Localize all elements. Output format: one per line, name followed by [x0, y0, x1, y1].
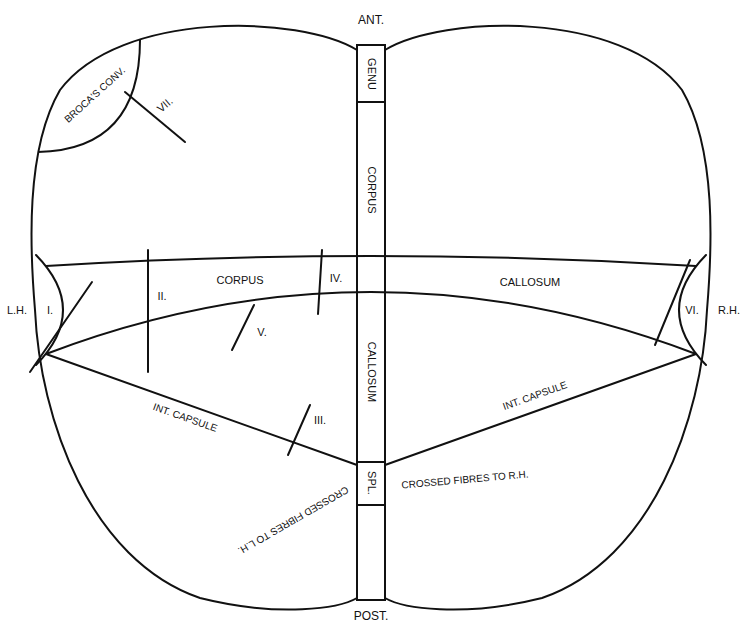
lesion-line — [125, 92, 185, 142]
right-hemisphere — [385, 26, 711, 610]
region-label: GENU — [366, 58, 377, 90]
lesion-line — [147, 250, 149, 372]
fibre-label: CROSSED FIBRES TO R.H. — [401, 469, 529, 490]
lesion-line — [288, 405, 310, 455]
region-label: CORPUS — [366, 166, 377, 213]
broca-region: BROCA'S CONV. — [30, 30, 160, 160]
callout-number: I. — [47, 305, 53, 316]
region-outline — [46, 256, 696, 354]
callout-number: V. — [257, 327, 266, 338]
left-hemisphere — [31, 26, 357, 610]
callout-number: III. — [314, 415, 326, 426]
region-label: CORPUS — [216, 275, 263, 286]
tract-label: INT. CAPSULE — [152, 402, 219, 434]
region-label: SPL. — [366, 471, 377, 495]
region-outline — [38, 40, 140, 152]
lesion-line — [232, 305, 254, 350]
internal-capsule-line — [385, 354, 696, 465]
region-outline — [357, 45, 385, 600]
callout-number: VI. — [685, 305, 698, 316]
lesion-line — [30, 282, 92, 372]
midline-callosum-band: GENU CORPUS CALLOSUM SPL. — [357, 45, 385, 600]
region-outline — [40, 240, 702, 360]
lesion-line — [655, 260, 690, 345]
callout-number: VII. — [155, 95, 175, 114]
callout-number: II. — [157, 291, 166, 302]
lesion-line — [318, 250, 322, 314]
orientation-label: ANT. — [358, 14, 384, 26]
region-label: CALLOSUM — [500, 277, 561, 288]
fibre-label: CROSSED FIBRES TO L.H. — [236, 484, 350, 556]
region-label: BROCA'S CONV. — [63, 65, 127, 124]
region-label: CALLOSUM — [366, 342, 377, 403]
tract-label: INT. CAPSULE — [502, 380, 569, 412]
callout-number: IV. — [330, 273, 342, 284]
hemisphere-label: R.H. — [718, 305, 740, 316]
region-outline — [357, 45, 385, 600]
orientation-label: POST. — [354, 610, 389, 622]
hemisphere-label: L.H. — [7, 305, 27, 316]
transverse-callosum-band: CORPUS CALLOSUM — [40, 240, 702, 360]
internal-capsule-line — [46, 354, 357, 465]
